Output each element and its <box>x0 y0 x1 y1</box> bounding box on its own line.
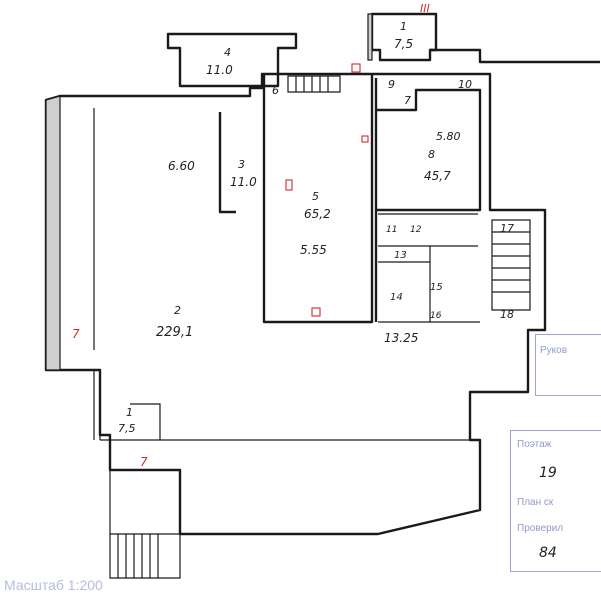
room-1-top-num: 1 <box>400 20 407 33</box>
room-17-num: 17 <box>500 222 514 235</box>
room-3-wall <box>218 112 236 214</box>
room-8-num: 8 <box>428 148 435 161</box>
room-9-num: 9 <box>388 78 395 91</box>
room-5-area: 65,2 <box>304 207 331 221</box>
room-18-num: 18 <box>500 308 514 321</box>
room-2-num: 2 <box>174 304 181 317</box>
room-1-top-walls <box>370 12 438 62</box>
room-5-walls <box>262 74 374 324</box>
red-label-bottom: 7 <box>140 455 148 469</box>
stamp-line2: Поэтаж <box>517 439 552 450</box>
stair-bottom <box>109 533 181 579</box>
room-8-walls <box>376 88 482 212</box>
stair-top <box>287 75 341 93</box>
room-1-bottom-area: 7,5 <box>118 422 136 435</box>
room-12-num: 12 <box>410 225 422 235</box>
room-1-top-area: 7,5 <box>394 37 413 51</box>
room-3-area: 11.0 <box>230 175 257 189</box>
stamp-line5: Проверил <box>517 523 564 534</box>
big-height-label: 6.60 <box>168 159 195 173</box>
stamp-top: Руков <box>535 334 601 396</box>
red-mark <box>351 63 361 73</box>
room-7-num: 7 <box>404 94 411 107</box>
room-8-area: 45,7 <box>424 169 451 183</box>
red-mark <box>311 307 321 317</box>
stamp-bottom: Поэтаж 19 План ск Проверил 84 <box>510 430 601 572</box>
room-13-num: 13 <box>394 250 407 261</box>
stamp-line6: 84 <box>539 545 557 561</box>
room-4-walls <box>166 32 298 88</box>
room-10-num: 10 <box>458 78 472 91</box>
room-2-area: 229,1 <box>156 325 193 340</box>
room-1-bottom-walls <box>99 403 161 441</box>
corridor-label: 13.25 <box>384 331 418 345</box>
room-5-num: 5 <box>312 190 319 203</box>
room-15-num: 15 <box>430 282 443 293</box>
stamp-line3: 19 <box>539 465 557 481</box>
wall-hatch <box>367 13 373 61</box>
room-8-height: 5.80 <box>436 130 461 143</box>
stamp-line1: Руков <box>540 345 568 356</box>
room-14-num: 14 <box>390 292 403 303</box>
room-4-num: 4 <box>224 46 231 59</box>
left-wall-hatch <box>45 95 61 371</box>
room-11-num: 11 <box>386 225 397 235</box>
room-4-area: 11.0 <box>206 63 233 77</box>
red-label-top: III <box>420 2 430 15</box>
red-label-left: 7 <box>72 327 80 341</box>
stair-right <box>491 219 531 311</box>
red-mark <box>285 179 293 191</box>
room-1-bottom-num: 1 <box>126 406 133 419</box>
room-3-num: 3 <box>238 158 245 171</box>
room-16-num: 16 <box>430 311 442 321</box>
room-6-num: 6 <box>272 84 279 97</box>
stamp-line4: План ск <box>517 497 554 508</box>
scale-label: Масштаб 1:200 <box>4 577 103 593</box>
outer-wall <box>44 72 547 536</box>
wc-walls <box>378 213 480 323</box>
room-5-height: 5.55 <box>300 243 327 257</box>
red-mark <box>361 135 369 143</box>
top-right-wall <box>430 48 600 64</box>
